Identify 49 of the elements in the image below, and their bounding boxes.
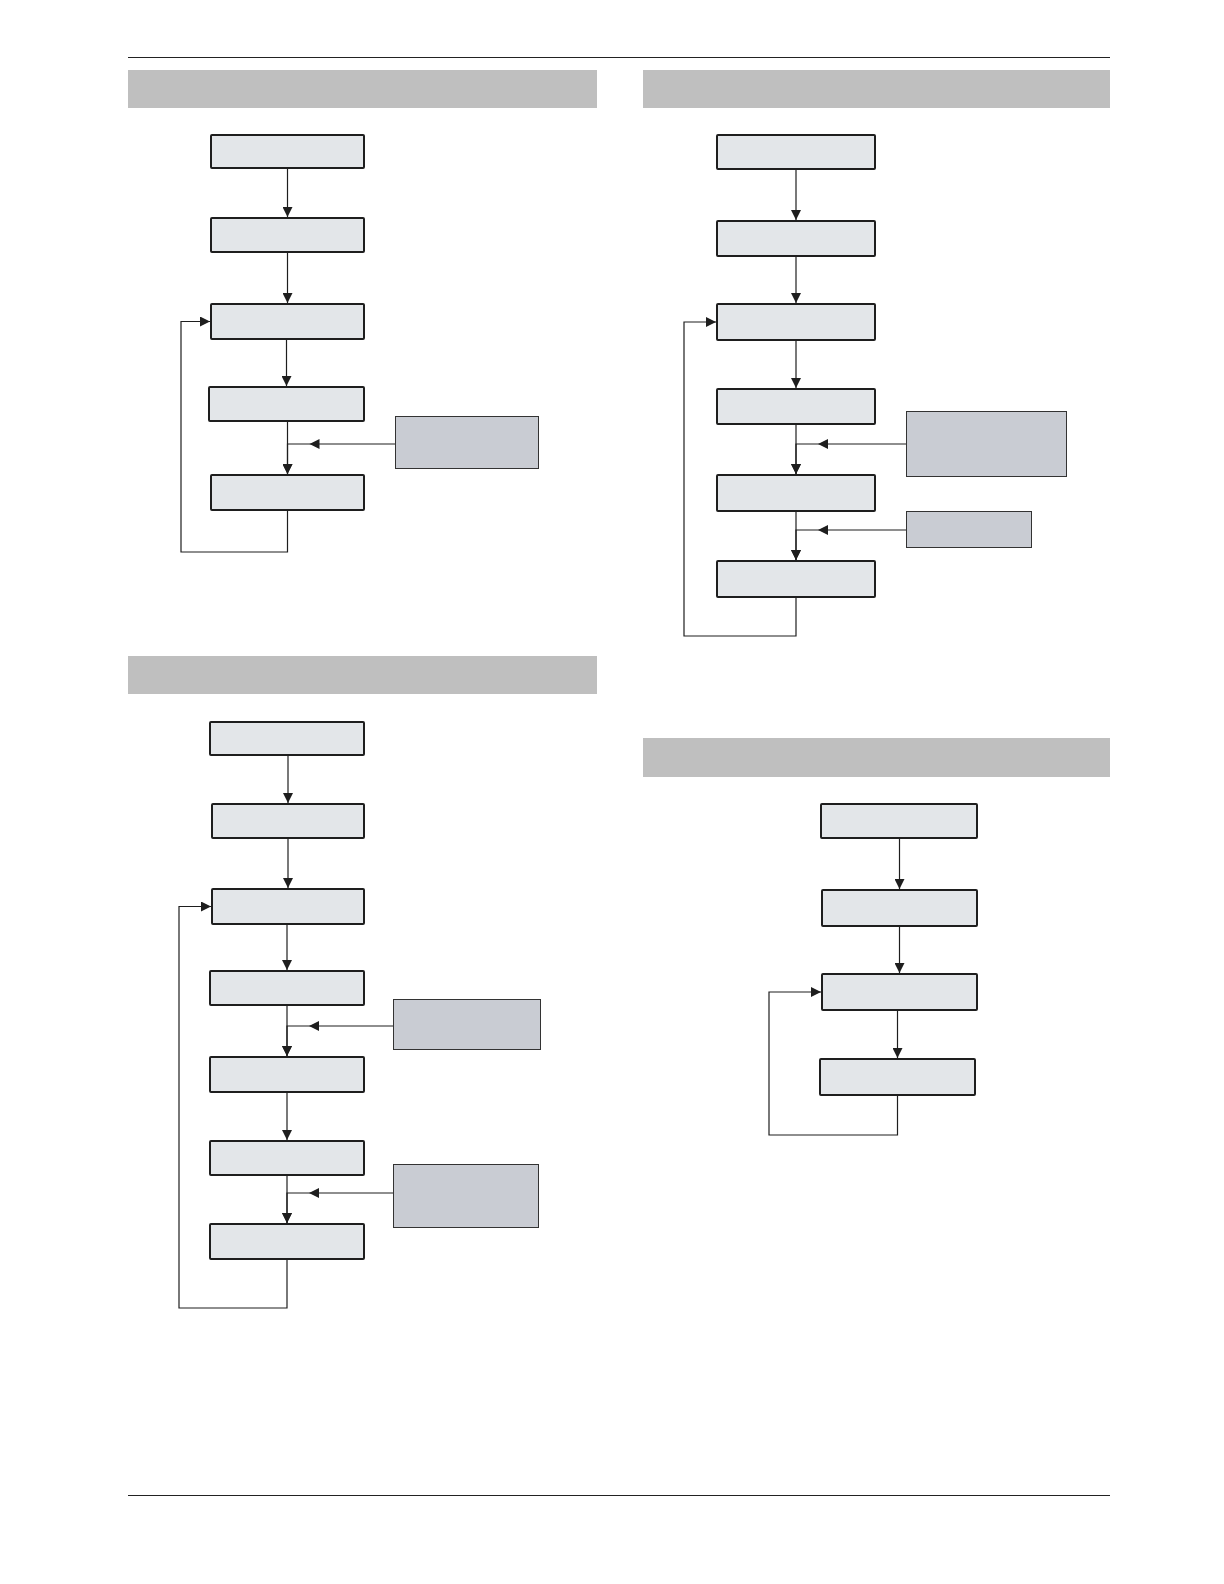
process-box — [716, 388, 876, 425]
note-box — [906, 411, 1067, 477]
merge-arrow — [791, 439, 907, 475]
note-box — [393, 1164, 539, 1228]
arrow — [282, 924, 292, 971]
merge-arrow — [283, 439, 396, 475]
process-box — [819, 1058, 976, 1096]
process-box — [716, 303, 876, 341]
merge-arrow — [791, 525, 907, 561]
process-box — [821, 889, 978, 927]
process-box — [208, 386, 365, 422]
arrow — [281, 339, 292, 387]
arrow — [282, 1092, 292, 1141]
process-box — [210, 217, 365, 253]
arrow — [894, 838, 905, 890]
process-box — [209, 1056, 365, 1093]
process-box — [820, 803, 978, 839]
process-box — [821, 973, 978, 1011]
arrow — [283, 838, 293, 889]
note-box — [395, 416, 539, 469]
arrow — [282, 252, 293, 304]
process-box — [716, 474, 876, 512]
process-box — [210, 134, 365, 169]
process-box — [209, 970, 365, 1006]
arrow — [791, 340, 801, 389]
process-box — [211, 803, 365, 839]
process-box — [210, 303, 365, 340]
process-box — [209, 721, 365, 756]
arrow — [791, 256, 801, 304]
process-box — [716, 220, 876, 257]
process-box — [716, 560, 876, 598]
loop-arrow — [683, 317, 797, 637]
arrow — [791, 169, 801, 221]
arrow — [283, 755, 293, 804]
process-box — [716, 134, 876, 170]
loop-arrow — [768, 987, 899, 1136]
loop-arrow — [178, 901, 288, 1309]
merge-arrow — [282, 1021, 394, 1057]
process-box — [210, 474, 365, 511]
arrow — [894, 926, 905, 974]
arrow — [282, 168, 293, 218]
merge-arrow — [282, 1188, 394, 1224]
process-box — [209, 1140, 365, 1176]
note-box — [393, 999, 541, 1050]
arrow — [892, 1010, 903, 1059]
process-box — [211, 888, 365, 925]
loop-arrow — [180, 316, 289, 553]
note-box — [906, 511, 1032, 548]
process-box — [209, 1223, 365, 1260]
